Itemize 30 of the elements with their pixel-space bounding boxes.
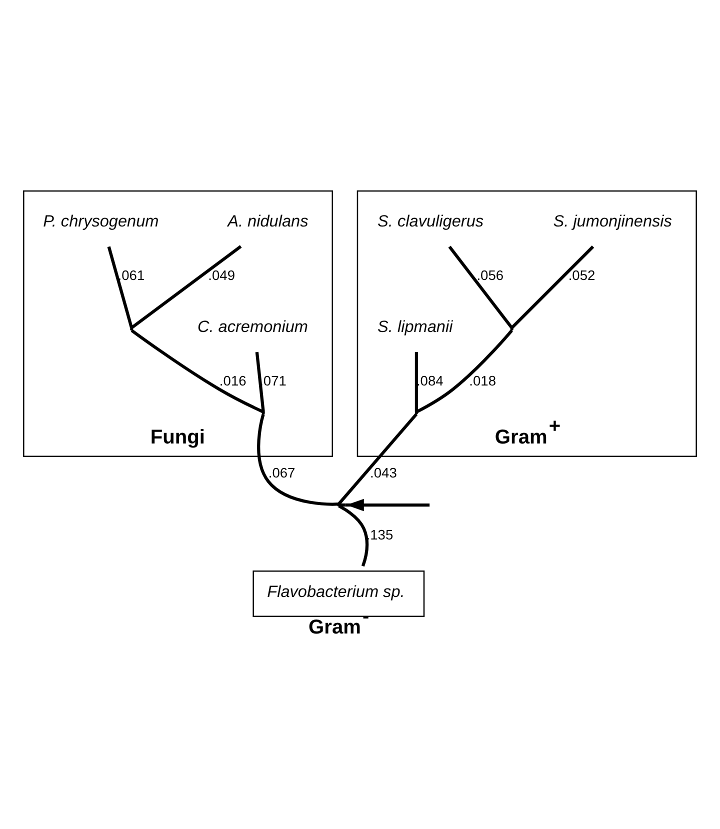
edge-label: .135 <box>366 527 394 542</box>
edge-label: .084 <box>416 372 444 388</box>
connector <box>414 352 418 412</box>
connector <box>130 244 242 329</box>
edge-label: .016 <box>219 372 246 388</box>
node-text: A. nidulans <box>228 212 308 230</box>
node-text: C. acremonium <box>197 318 308 336</box>
connector <box>510 245 594 328</box>
connector <box>448 245 514 328</box>
connector <box>107 246 134 328</box>
node-point <box>510 327 514 330</box>
edge-label: .067 <box>268 465 296 480</box>
connector <box>338 504 369 566</box>
edge-label: .056 <box>476 267 504 282</box>
edge-label: .043 <box>370 465 397 480</box>
node-text: S. clavuligerus <box>378 212 484 230</box>
edge-label: .052 <box>568 267 596 282</box>
connector <box>338 412 418 505</box>
node-point <box>130 327 134 330</box>
node-box: Flavobacterium sp. <box>252 570 425 616</box>
connector <box>257 413 339 506</box>
edge-label: .061 <box>118 267 145 282</box>
edge-label: .071 <box>260 372 286 388</box>
connector <box>255 351 265 412</box>
edge-label: .049 <box>208 267 236 282</box>
node-text: S. lipmanii <box>378 318 453 336</box>
node-text: S. jumonjinensis <box>553 212 672 230</box>
node-text: P. chrysogenum <box>43 212 159 230</box>
edge-label: .018 <box>469 372 496 388</box>
arrow <box>340 498 364 511</box>
